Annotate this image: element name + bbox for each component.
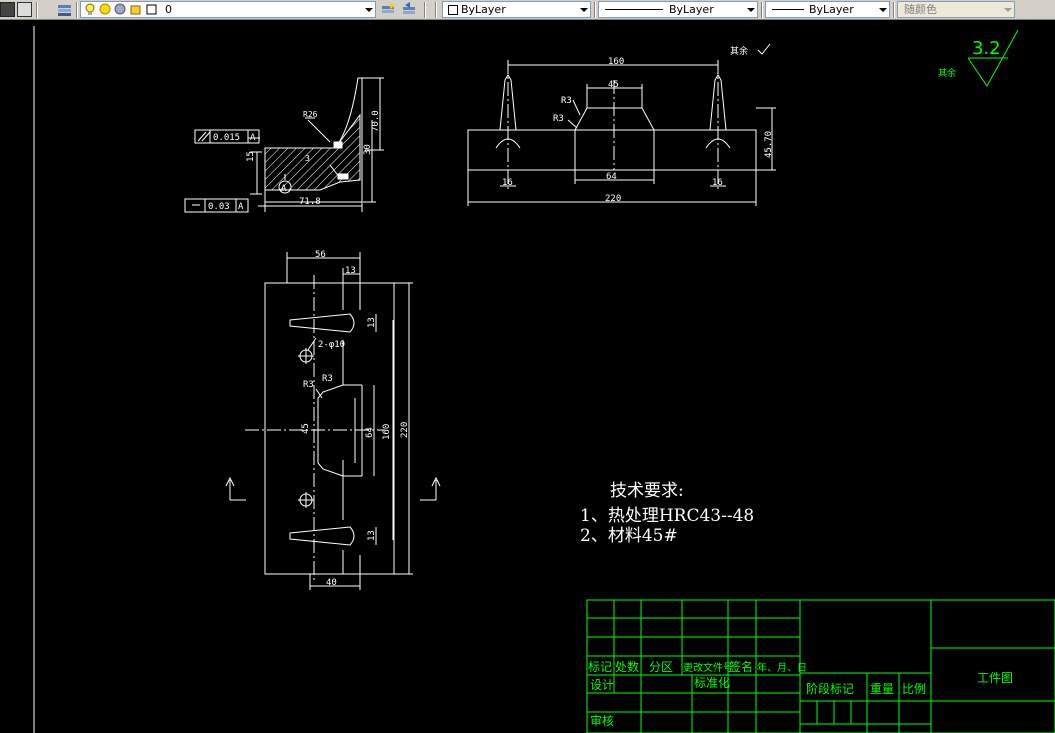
dim-15: 15: [246, 151, 256, 162]
toolbar-separator: [893, 2, 895, 18]
roughness-label: 其余: [938, 67, 956, 79]
title-stage-mark: 阶段标记: [806, 681, 854, 696]
radius-r3-plan: R3: [322, 374, 333, 384]
layer-name: 0: [165, 3, 172, 16]
toolbar-separator: [594, 2, 596, 18]
radius-r26: R26: [303, 110, 318, 119]
plotstyle-combo: 随颜色: [897, 1, 1015, 18]
toolbar-separator: [435, 2, 437, 18]
make-current-icon[interactable]: [381, 2, 396, 17]
holes-2-phi10: 2-φ10: [318, 340, 345, 350]
roughness-symbol: 3.2 其余: [938, 29, 1019, 87]
title-design: 设计: [590, 678, 614, 692]
layer-state-icons: [85, 3, 157, 15]
tolerance-frame-1: 0.015 A: [194, 129, 260, 144]
tolerance-1-value: 0.015: [213, 133, 240, 143]
title-drawing-name: 工件图: [977, 671, 1013, 685]
chevron-down-icon[interactable]: [580, 8, 588, 12]
drawing-canvas[interactable]: 0.015 A 0.03 A 71.8 70.0 30 15 R26 A 3: [0, 20, 1055, 733]
tolerance-2-value: 0.03: [208, 202, 230, 212]
title-count: 处数: [615, 659, 639, 674]
dim-64: 64: [606, 172, 617, 182]
front-view: [467, 60, 776, 206]
linetype-value: ByLayer: [669, 3, 714, 16]
dim-height-30: 30: [363, 144, 373, 155]
tolerance-1-datum: A: [250, 133, 256, 143]
datum-a-label: A: [281, 184, 287, 194]
dim-16-right: 16: [712, 178, 723, 188]
toolbar-separator: [424, 2, 426, 18]
title-block: [586, 599, 1055, 733]
layer-manager-icon[interactable]: [57, 2, 72, 17]
dim-13-top-slot: 13: [367, 317, 377, 328]
toolbar-separator: [761, 2, 763, 18]
title-mark: 标记: [588, 660, 612, 674]
technical-requirements: 技术要求: 1、热处理HRC43--48 2、材料45#: [580, 481, 754, 546]
plan-view: [225, 252, 441, 590]
title-block-labels: 标记 处数 分区 更改文件号 签名 年、月、日 设计 标准化 阶段标记 重量 比…: [588, 659, 1013, 728]
title-date: 年、月、日: [757, 661, 807, 674]
dim-small-3: 3: [305, 154, 310, 163]
note-other-label: 其余: [730, 45, 748, 57]
dim-45-70: 45.70: [764, 131, 774, 158]
dim-height-70: 70.0: [371, 110, 381, 132]
dim-220: 220: [605, 194, 621, 204]
dim-160-plan: 160: [382, 424, 392, 440]
layer-previous-icon[interactable]: [402, 2, 417, 17]
chevron-down-icon[interactable]: [365, 8, 373, 12]
layers-properties-toolbar: 0 ByLayer ByLayer ByLayer 随颜色: [0, 0, 1055, 20]
layer-combo[interactable]: 0: [80, 1, 376, 18]
tolerance-frame-2: 0.03 A: [184, 198, 249, 213]
chevron-down-icon: [1004, 8, 1012, 12]
color-value: ByLayer: [461, 3, 506, 16]
dim-width-71-8: 71.8: [299, 197, 321, 207]
toolbar-separator: [36, 2, 38, 18]
title-change-doc: 更改文件号: [683, 661, 733, 674]
plotstyle-value: 随颜色: [904, 3, 937, 16]
lineweight-combo[interactable]: ByLayer: [765, 1, 890, 18]
roughness-value: 3.2: [972, 38, 1001, 59]
tolerance-2-datum: A: [238, 202, 244, 212]
radius-r3-a: R3: [561, 96, 572, 106]
color-combo[interactable]: ByLayer: [442, 1, 591, 18]
tech-req-title: 技术要求:: [610, 481, 684, 501]
dim-45: 45: [608, 80, 619, 90]
linetype-preview-line: [605, 9, 663, 10]
roughness-check-icon: [757, 43, 771, 55]
title-zone: 分区: [649, 660, 673, 674]
dim-13: 13: [345, 266, 356, 276]
lineweight-preview-line: [772, 9, 804, 10]
lineweight-value: ByLayer: [809, 3, 854, 16]
dim-220-plan: 220: [400, 422, 410, 438]
chevron-down-icon[interactable]: [879, 8, 887, 12]
title-weight: 重量: [870, 682, 894, 696]
chevron-down-icon[interactable]: [747, 8, 755, 12]
title-sign: 签名: [729, 659, 753, 674]
dim-13-bottom-slot: 13: [367, 530, 377, 541]
dim-160: 160: [608, 57, 624, 67]
side-section-view: [247, 77, 384, 212]
dim-45-plan: 45: [301, 423, 311, 434]
color-square-icon: [448, 5, 458, 15]
title-standardize: 标准化: [694, 676, 730, 690]
tech-req-item-1: 1、热处理HRC43--48: [580, 506, 754, 526]
title-review: 审核: [590, 713, 614, 728]
radius-r3-b: R3: [553, 114, 564, 124]
tech-req-item-2: 2、材料45#: [580, 526, 678, 546]
linetype-combo[interactable]: ByLayer: [598, 1, 758, 18]
title-scale: 比例: [902, 682, 926, 696]
dim-56: 56: [315, 250, 326, 260]
dim-16-left: 16: [502, 178, 513, 188]
radius-r3-plan-b: R3: [303, 380, 314, 390]
match-layer-icon[interactable]: [17, 2, 32, 17]
toolbar-separator: [76, 2, 78, 18]
dim-40: 40: [326, 578, 337, 588]
dim-64-plan: 64: [365, 427, 375, 438]
layer-state-icon[interactable]: [0, 2, 15, 17]
